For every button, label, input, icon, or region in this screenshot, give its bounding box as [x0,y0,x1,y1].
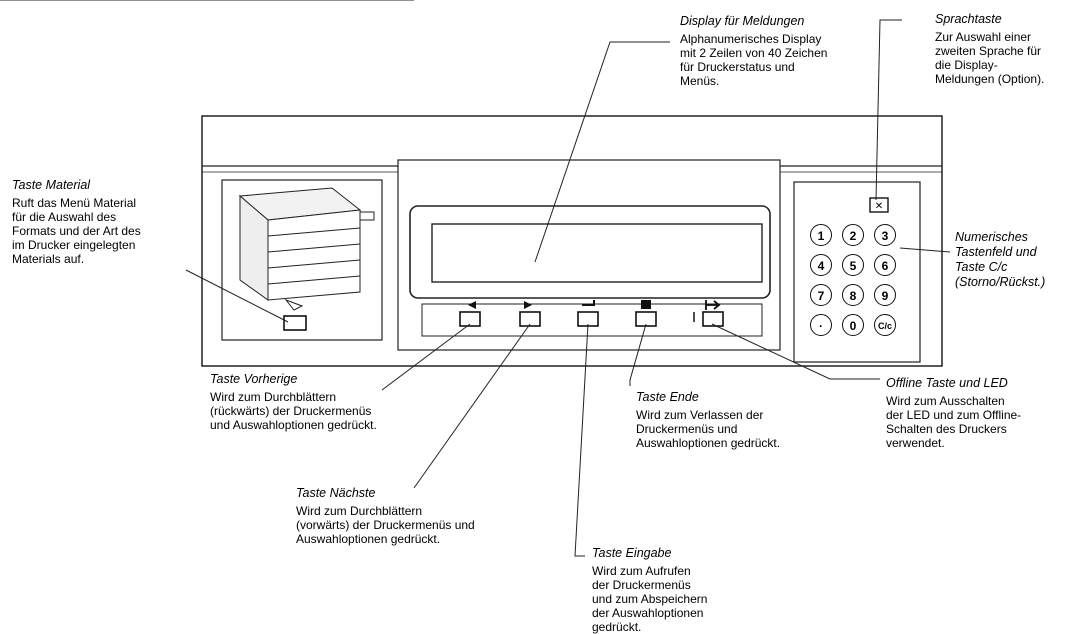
display-screen [431,223,763,283]
annotation-title: Taste Nächste [296,486,376,500]
enter-arrow-icon [582,300,595,306]
annotation-desc: Alphanumerisches Display mit 2 Zeilen vo… [680,32,828,88]
annotation-title: Taste Vorherige [210,372,298,386]
keypad-key-7[interactable]: 7 [810,284,832,306]
annotation-title: Display für Meldungen [680,14,805,28]
keypad-key-3[interactable]: 3 [874,224,896,246]
annotation-desc: Wird zum Aufrufen der Druckermenüs und z… [592,564,708,634]
annotation-material-key: Taste Material Ruft das Menü Material fü… [12,178,192,266]
annotation-next-key: Taste Nächste Wird zum Durchblättern (vo… [296,486,516,546]
end-stop-icon [641,300,651,309]
keypad-key-0[interactable]: 0 [842,314,864,336]
previous-key-button [459,311,481,327]
annotation-desc: Wird zum Ausschalten der LED und zum Off… [886,394,1022,450]
annotation-title: Offline Taste und LED [886,376,1008,390]
material-key-button [283,315,307,331]
next-key-button [519,311,541,327]
previous-arrow-icon [468,301,476,309]
annotation-title: Taste Ende [636,390,699,404]
keypad-key-clear[interactable]: C/c [874,314,896,336]
annotation-language-key: Sprachtaste Zur Auswahl einer zweiten Sp… [935,12,1073,86]
annotation-end-key: Taste Ende Wird zum Verlassen der Drucke… [636,390,846,450]
offline-icon [705,300,721,310]
annotation-title: Taste Eingabe [592,546,672,560]
annotation-desc: Wird zum Durchblättern (rückwärts) der D… [210,390,377,432]
keypad-key-9[interactable]: 9 [874,284,896,306]
annotation-offline-key: Offline Taste und LED Wird zum Ausschalt… [886,376,1056,450]
enter-key-button [577,311,599,327]
annotation-desc: Ruft das Menü Material für die Auswahl d… [12,196,141,266]
annotation-title: Sprachtaste [935,12,1002,26]
keypad-key-6[interactable]: 6 [874,254,896,276]
annotation-enter-key: Taste Eingabe Wird zum Aufrufen der Druc… [592,546,772,634]
annotation-title: Taste Material [12,178,91,192]
keypad-key-1[interactable]: 1 [810,224,832,246]
keypad-key-2[interactable]: 2 [842,224,864,246]
annotation-desc: Wird zum Durchblättern (vorwärts) der Dr… [296,504,475,546]
keypad-key-8[interactable]: 8 [842,284,864,306]
annotation-title: Numerisches Tastenfeld und Taste C/c (St… [955,230,1046,289]
next-arrow-icon [524,301,532,309]
printer-drawing-icon [238,187,375,311]
annotation-desc: Zur Auswahl einer zweiten Sprache für di… [935,30,1045,86]
annotation-desc: Wird zum Verlassen der Druckermenüs und … [636,408,781,450]
keypad-key-5[interactable]: 5 [842,254,864,276]
keypad-key-4[interactable]: 4 [810,254,832,276]
leader-lines [0,0,951,557]
annotation-display: Display für Meldungen Alphanumerisches D… [680,14,880,88]
annotation-previous-key: Taste Vorherige Wird zum Durchblättern (… [210,372,410,432]
language-key-button [869,197,889,213]
offline-key-button [702,311,724,327]
end-key-button [635,311,657,327]
keypad-key-dot[interactable]: · [810,314,832,336]
language-key-symbol-icon: ✕ [875,201,883,212]
annotation-keypad: Numerisches Tastenfeld und Taste C/c (St… [955,230,1073,293]
